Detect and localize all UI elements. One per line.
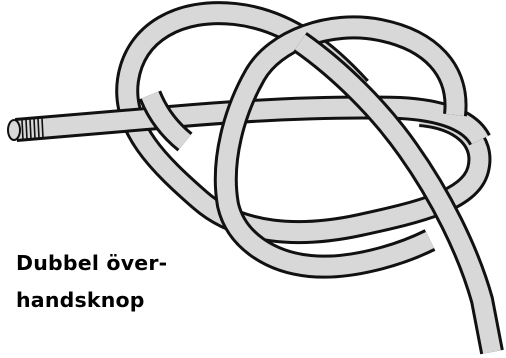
knot-caption: Dubbel över- handsknop xyxy=(16,245,216,319)
caption-line-2: handsknop xyxy=(16,282,216,319)
caption-line-1: Dubbel över- xyxy=(16,245,216,282)
